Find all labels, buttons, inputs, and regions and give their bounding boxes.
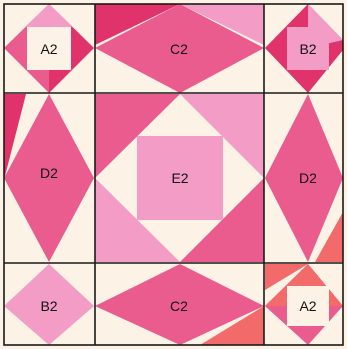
- block-bottom-center-label: C2: [170, 298, 188, 314]
- block-mid-right-label: D2: [299, 170, 317, 186]
- block-bottom-right-label: A2: [299, 298, 316, 314]
- block-top-left-label: A2: [40, 41, 57, 57]
- block-center: E2: [95, 94, 264, 262]
- block-top-center-label: C2: [170, 41, 188, 57]
- block-bottom-left-label: B2: [40, 298, 57, 314]
- block-top-right-label: B2: [299, 41, 316, 57]
- block-mid-left-label: D2: [40, 165, 58, 181]
- block-center-label: E2: [171, 170, 188, 186]
